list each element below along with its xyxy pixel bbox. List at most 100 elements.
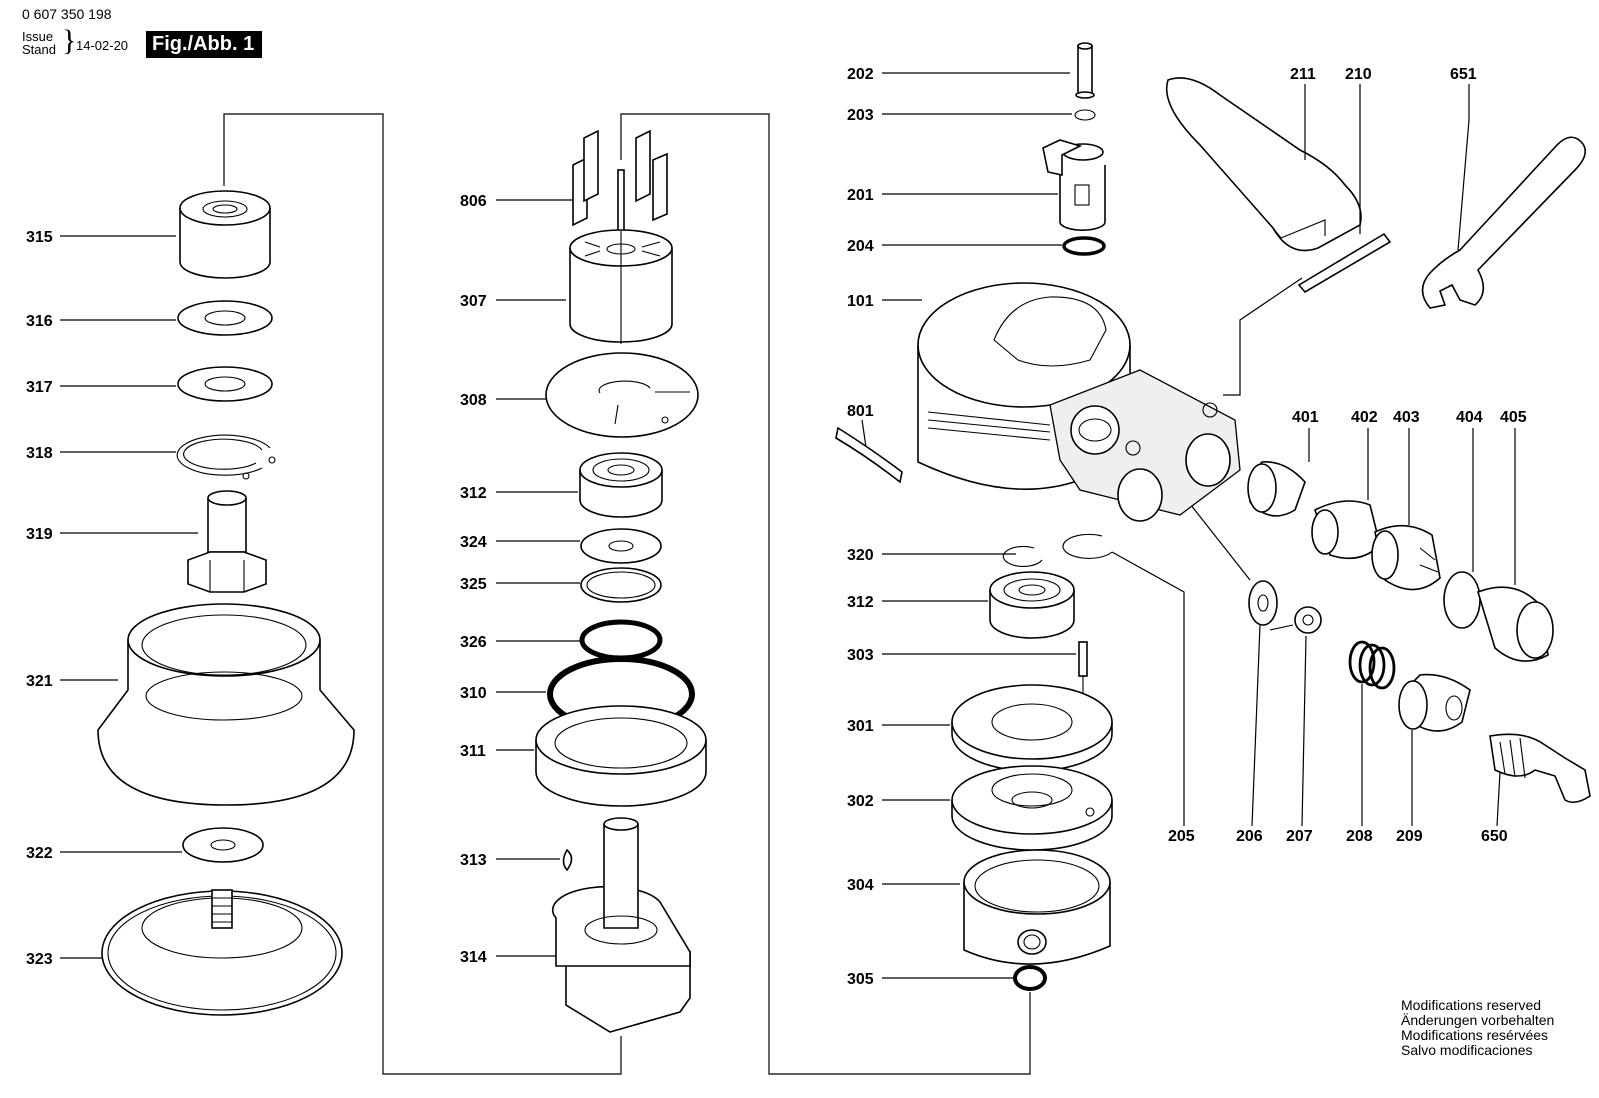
- callout-101: 101: [847, 293, 874, 310]
- callout-404: 404: [1456, 409, 1483, 426]
- part-311-housing-ring: [535, 705, 707, 807]
- part-201-lever-valve: [1042, 139, 1106, 231]
- part-206-washer: [1248, 580, 1278, 626]
- figure-label: Fig./Abb. 1: [146, 31, 263, 58]
- part-315-bushing: [179, 190, 271, 279]
- part-316-washer: [177, 300, 273, 336]
- callout-209: 209: [1396, 828, 1423, 845]
- part-202-valve-pin: [1075, 42, 1095, 99]
- part-806-vanes: [572, 129, 668, 241]
- part-404-ring: [1443, 571, 1481, 629]
- callout-310: 310: [460, 685, 487, 702]
- notice-fr: Modifications resérvées: [1401, 1027, 1549, 1043]
- part-405-cap: [1477, 586, 1554, 662]
- issue-label: Issue: [22, 29, 54, 44]
- part-402-sleeve: [1311, 500, 1381, 560]
- callout-314: 314: [460, 949, 487, 966]
- part-301-plate: [951, 684, 1113, 772]
- notice-de: Änderungen vorbehalten: [1401, 1012, 1555, 1028]
- part-203-o-ring: [1074, 109, 1096, 121]
- document-number: 0 607 350 198: [22, 6, 112, 22]
- callout-201: 201: [847, 187, 874, 204]
- callout-318: 318: [26, 445, 53, 462]
- part-208-spring: [1348, 640, 1396, 690]
- callout-303: 303: [847, 647, 874, 664]
- part-209-nut: [1398, 673, 1471, 732]
- part-801-strip: [835, 426, 903, 484]
- part-207-valve-wheel: [1269, 606, 1322, 634]
- part-321-bellows: [97, 603, 355, 806]
- part-211-handle-cover: [1166, 77, 1362, 252]
- part-302-bearing-housing: [951, 765, 1113, 851]
- callout-326: 326: [460, 634, 487, 651]
- callout-311: 311: [460, 743, 486, 760]
- part-651-wrench: [1421, 136, 1586, 309]
- callout-313: 313: [460, 852, 487, 869]
- callout-205: 205: [1168, 828, 1195, 845]
- part-401-adapter: [1247, 461, 1306, 517]
- callout-324: 324: [460, 534, 487, 551]
- callout-207: 207: [1286, 828, 1313, 845]
- callout-322: 322: [26, 845, 53, 862]
- part-323-backing-pad: [101, 889, 343, 1016]
- callout-315: 315: [26, 229, 53, 246]
- callout-403: 403: [1393, 409, 1420, 426]
- notice-en: Modifications reserved: [1401, 997, 1542, 1013]
- callout-208: 208: [1346, 828, 1373, 845]
- callout-202: 202: [847, 66, 874, 83]
- callout-312-b: 312: [847, 594, 874, 611]
- callout-806: 806: [460, 193, 487, 210]
- callout-211: 211: [1290, 66, 1316, 83]
- callout-301: 301: [847, 718, 874, 735]
- callout-308: 308: [460, 392, 487, 409]
- part-308-end-plate: [545, 352, 699, 438]
- assembly-lines: [223, 113, 1303, 1075]
- part-319-nipple: [187, 490, 267, 593]
- part-312b-bearing: [989, 571, 1075, 639]
- part-307-rotor: [569, 229, 673, 344]
- callout-203: 203: [847, 107, 874, 124]
- callout-651: 651: [1450, 66, 1477, 83]
- part-326-o-ring: [579, 619, 663, 661]
- callout-304: 304: [847, 877, 874, 894]
- callout-321: 321: [26, 673, 53, 690]
- part-305-o-ring: [1013, 965, 1047, 991]
- modifications-notice: Modifications reserved Änderungen vorbeh…: [1401, 998, 1554, 1058]
- part-317-washer: [177, 366, 273, 402]
- callout-325: 325: [460, 576, 487, 593]
- part-322-washer: [182, 827, 264, 863]
- callout-405: 405: [1500, 409, 1527, 426]
- callout-labels: 315 316 317 318 319 321 322 323 806 307 …: [26, 66, 1527, 988]
- callout-401: 401: [1292, 409, 1319, 426]
- callout-319: 319: [26, 526, 53, 543]
- callout-210: 210: [1345, 66, 1372, 83]
- callout-801: 801: [847, 403, 874, 420]
- part-312a-bearing: [579, 452, 663, 518]
- callout-316: 316: [26, 313, 53, 330]
- issue-date: 14-02-20: [76, 38, 129, 53]
- notice-es: Salvo modificaciones: [1401, 1042, 1533, 1058]
- part-318-circlip: [176, 434, 276, 480]
- leader-lines: [60, 72, 1516, 979]
- part-304-shroud: [963, 849, 1111, 965]
- callout-317: 317: [26, 379, 53, 396]
- issue-stand-label: Issue Stand: [22, 30, 56, 56]
- part-325-ring: [580, 567, 662, 603]
- part-101-housing: [917, 282, 1241, 522]
- part-320-circlip: [1002, 545, 1043, 567]
- part-210-rod: [1297, 232, 1392, 294]
- part-403-silencer: [1371, 524, 1441, 591]
- part-324-washer: [580, 528, 662, 564]
- callout-206: 206: [1236, 828, 1263, 845]
- callout-302: 302: [847, 793, 874, 810]
- callout-402: 402: [1351, 409, 1378, 426]
- part-205-circlip: [1062, 533, 1113, 559]
- callout-204: 204: [847, 238, 874, 255]
- part-204-o-ring: [1062, 236, 1106, 256]
- callout-320: 320: [847, 547, 874, 564]
- brace-glyph: }: [62, 24, 77, 57]
- part-650-coupling: [1489, 733, 1591, 804]
- callout-312-a: 312: [460, 485, 487, 502]
- part-314-eccentric-spindle: [551, 817, 691, 1033]
